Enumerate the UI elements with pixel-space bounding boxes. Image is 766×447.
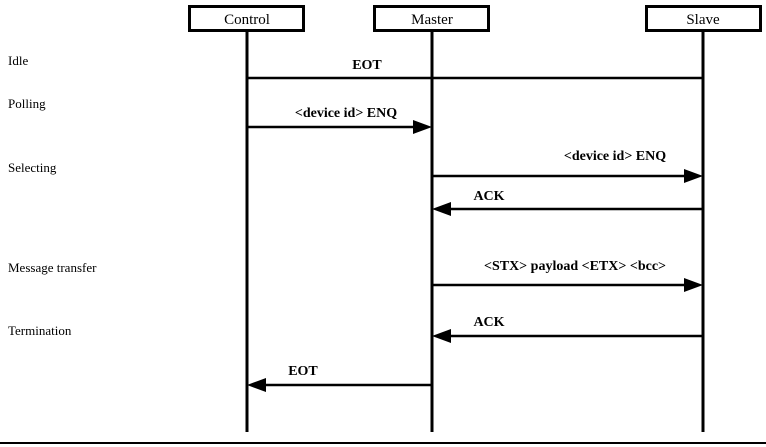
phase-label-termination: Termination <box>8 323 72 338</box>
phase-label-message-transfer: Message transfer <box>8 260 97 275</box>
participant-label-slave: Slave <box>686 12 720 28</box>
participant-box-slave[interactable] <box>645 5 762 32</box>
arrowhead-left-select-ack <box>432 202 451 216</box>
phase-label-idle: Idle <box>8 53 28 68</box>
message-select-enq[interactable]: <device id> ENQ <box>432 149 703 183</box>
message-poll-enq[interactable]: <device id> ENQ <box>247 106 432 134</box>
participant-master[interactable]: Master <box>373 5 490 32</box>
arrowhead-right-poll-enq <box>413 120 432 134</box>
arrowhead-left-eot-release <box>247 378 266 392</box>
message-label-eot-broadcast: EOT <box>352 58 382 73</box>
message-label-poll-enq: <device id> ENQ <box>295 106 397 121</box>
message-label-select-ack: ACK <box>473 189 504 204</box>
participant-label-control: Control <box>224 12 270 28</box>
arrowhead-right-select-enq <box>684 169 703 183</box>
message-eot-broadcast[interactable]: EOT <box>247 58 703 80</box>
participant-slave[interactable]: Slave <box>645 5 762 32</box>
message-select-ack[interactable]: ACK <box>432 189 703 216</box>
message-label-data-ack: ACK <box>473 315 504 330</box>
message-data-ack[interactable]: ACK <box>432 315 703 343</box>
message-label-eot-release: EOT <box>288 364 318 379</box>
message-label-select-enq: <device id> ENQ <box>564 149 666 164</box>
arrowhead-right-data-frame <box>684 278 703 292</box>
phase-label-selecting: Selecting <box>8 160 57 175</box>
message-label-data-frame: <STX> payload <ETX> <bcc> <box>484 259 666 274</box>
participant-label-master: Master <box>411 12 453 28</box>
participant-control[interactable]: Control <box>188 5 305 32</box>
participant-box-master[interactable] <box>373 5 490 32</box>
arrowhead-left-data-ack <box>432 329 451 343</box>
phase-labels-group: Idle Polling Selecting Message transfer … <box>8 53 97 338</box>
lifelines-group <box>245 32 705 432</box>
message-data-frame[interactable]: <STX> payload <ETX> <bcc> <box>432 259 703 292</box>
message-eot-release[interactable]: EOT <box>247 364 432 392</box>
participant-box-control[interactable] <box>188 5 305 32</box>
phase-label-polling: Polling <box>8 96 46 111</box>
